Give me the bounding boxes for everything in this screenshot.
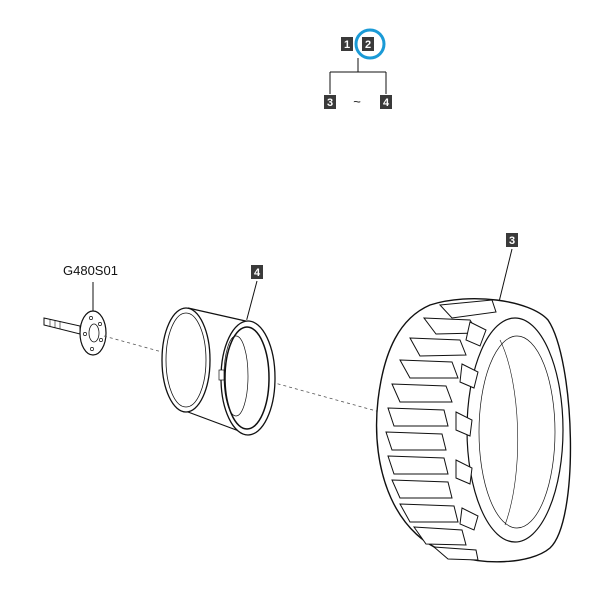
hub-axle-code-label: G480S01	[63, 263, 118, 278]
tread-lug	[399, 359, 459, 379]
badge-3[interactable]	[324, 95, 336, 109]
tire-assembly[interactable]: 3	[375, 233, 572, 563]
rim-valve	[218, 369, 225, 381]
tread-lug	[385, 431, 447, 451]
range-tilde: ~	[353, 94, 361, 109]
rim-callout-badge[interactable]	[251, 265, 263, 279]
tire-leader-line	[497, 248, 513, 307]
tread-lug	[455, 459, 473, 485]
badge-3-label: 3	[327, 97, 333, 109]
tread-lug	[387, 455, 449, 475]
hub-stud-hole	[98, 322, 102, 326]
tread-lug	[387, 407, 449, 427]
rim-callout-label: 4	[254, 267, 261, 279]
axle-shaft	[43, 317, 81, 335]
badge-2-label: 2	[365, 39, 371, 51]
tread-lug	[391, 383, 453, 403]
tire-callout-badge[interactable]	[506, 233, 518, 247]
rim-outer-flange	[161, 307, 211, 413]
hub-stud-hole	[90, 347, 94, 351]
badge-1[interactable]	[341, 37, 353, 51]
tire-sidewall	[466, 317, 564, 543]
tread-lug	[409, 337, 467, 357]
tread-lug	[465, 321, 487, 347]
tread-lug	[432, 546, 479, 561]
hub-stud-hole	[83, 332, 87, 336]
hub-stud-hole	[99, 338, 103, 342]
hub-stud-hole	[89, 316, 93, 320]
tread-lug	[391, 479, 453, 499]
hub-axle-assembly[interactable]: G480S01	[43, 263, 118, 356]
tread-lug	[459, 507, 479, 531]
badge-1-label: 1	[344, 39, 350, 51]
tread-lug	[412, 526, 467, 546]
rim-assembly[interactable]: 4	[161, 265, 276, 436]
tire-tread	[385, 299, 497, 561]
navigator-tree: 1 2 3 ~ 4	[324, 28, 392, 109]
tire-sidewall-inner	[478, 335, 556, 529]
tread-lug	[399, 503, 459, 523]
badge-2[interactable]	[362, 37, 374, 51]
selected-highlight-ring	[354, 28, 386, 60]
tire-bead-line	[499, 339, 519, 526]
badge-4[interactable]	[380, 95, 392, 109]
tire-callout-label: 3	[509, 235, 515, 247]
rim-outer-lip	[165, 312, 207, 408]
tread-lug	[438, 299, 497, 319]
rim-top-edge	[187, 307, 251, 323]
badge-4-label: 4	[383, 97, 390, 109]
tread-lug	[459, 363, 479, 389]
rim-inner-lip	[224, 326, 270, 430]
hub-center-bore	[88, 323, 100, 343]
tread-lug	[455, 411, 473, 437]
